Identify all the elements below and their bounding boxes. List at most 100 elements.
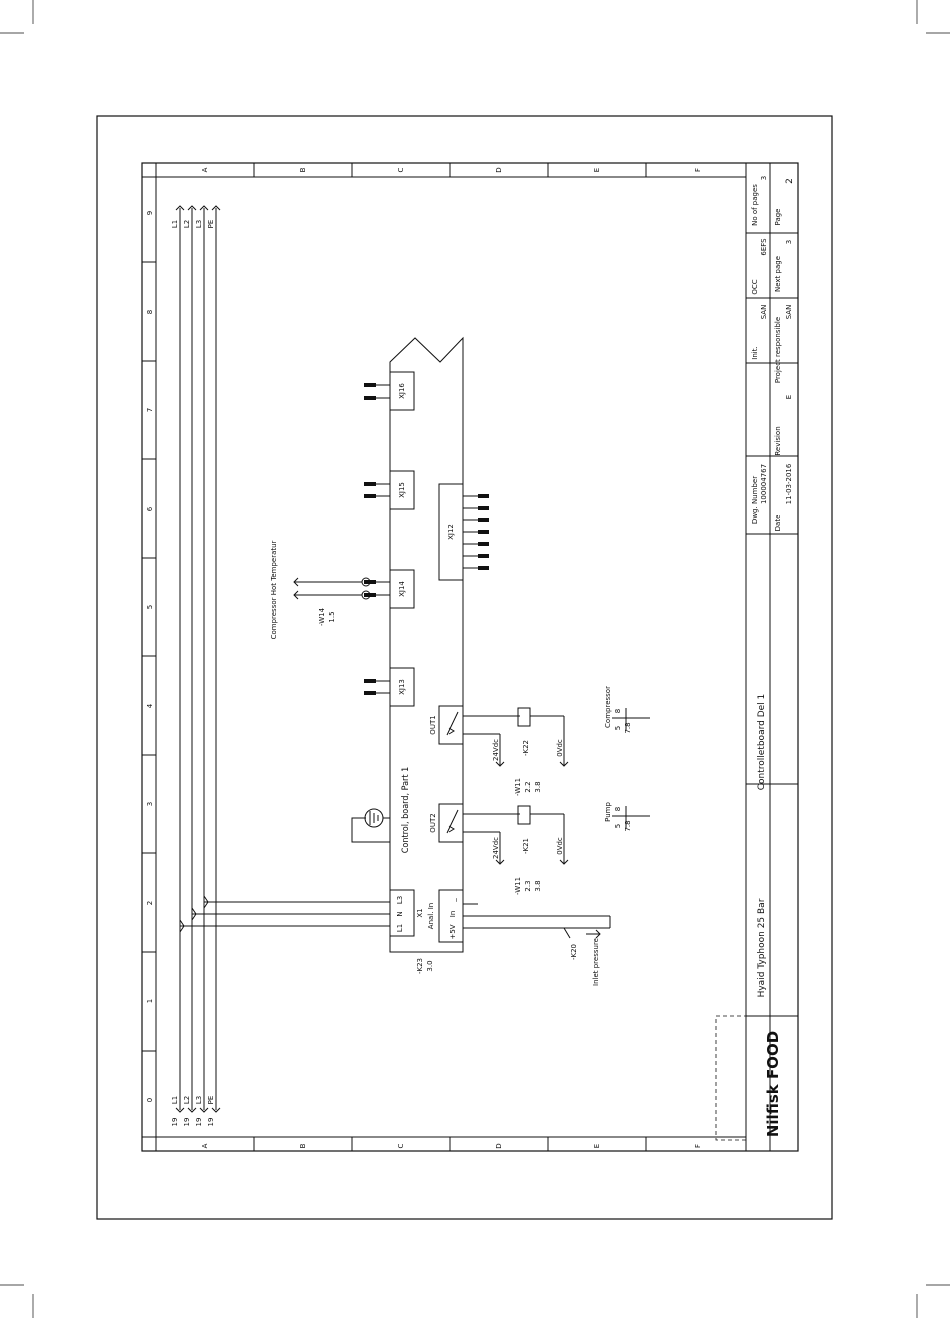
w11a-label: -W11 xyxy=(514,778,522,796)
connector-xj14: XJ14 xyxy=(293,569,415,609)
no-of-pages-label: No of pages xyxy=(751,184,759,226)
control-board-outline xyxy=(389,336,464,953)
analog-terminal-minus: _ xyxy=(449,898,457,903)
project-responsible-label: Project responsible xyxy=(774,317,782,383)
date-label: Date xyxy=(774,515,782,532)
next-page-value: 3 xyxy=(785,240,793,244)
row-label-top-a: A xyxy=(201,167,209,172)
row-dividers xyxy=(253,163,647,1151)
x1-terminal-l3: L3 xyxy=(396,896,404,904)
analog-terminal-in: In xyxy=(449,911,457,918)
pump-crossref: Pump 5 8 7.8 xyxy=(604,802,650,832)
analog-terminal-5v: +5V xyxy=(449,924,457,939)
k20-label: -K20 xyxy=(570,944,578,960)
k23-label: -K23 xyxy=(416,958,424,974)
bus-ref-l3: 19 xyxy=(195,1118,203,1127)
analog-label: Anal. In xyxy=(427,903,435,929)
no-of-pages-value: 3 xyxy=(760,176,768,180)
bus-bottom-pe: PE xyxy=(207,1096,215,1105)
pump-ref-8: 8 xyxy=(614,807,622,811)
inlet-pressure-label: Inlet pressure xyxy=(592,938,600,986)
bus-top-pe: PE xyxy=(207,220,215,229)
output-out1: OUT1 24Vdc -K22 0Vdc xyxy=(429,705,569,767)
drawing-frame xyxy=(141,162,799,1152)
out2-24v: 24Vdc xyxy=(492,837,500,859)
col-label-9: 9 xyxy=(146,211,154,215)
grid-labels: 9 8 7 6 5 4 3 2 1 0 A B C D E F A B C D … xyxy=(146,167,702,1148)
row-label-top-e: E xyxy=(593,168,601,172)
xj16-label: XJ16 xyxy=(398,383,406,399)
xj12-label: XJ12 xyxy=(447,524,455,540)
w11b-ref2: 3.8 xyxy=(534,880,542,891)
connector-xj13: XJ13 xyxy=(364,667,415,707)
next-page-label: Next page xyxy=(774,256,782,292)
revision-label: Revision xyxy=(774,426,782,455)
out1-label: OUT1 xyxy=(429,715,437,734)
bus-ref-pe: 19 xyxy=(207,1118,215,1127)
k22-label: -K22 xyxy=(522,740,530,756)
init-label: Init. xyxy=(751,346,759,359)
row-label-bottom-a: A xyxy=(201,1143,209,1148)
compressor-crossref: Compressor 5 8 7.8 xyxy=(604,686,650,734)
drawing-title: Controlletboard Del 1 xyxy=(757,694,767,791)
w14-ref: 1.5 xyxy=(328,611,336,622)
pump-ref-page: 7.8 xyxy=(624,820,632,831)
col-label-2: 2 xyxy=(146,901,154,905)
revision-value: E xyxy=(785,395,793,399)
compressor-ref-5: 5 xyxy=(614,726,622,730)
k23-ref-page: 3.0 xyxy=(426,960,434,971)
row-label-bottom-f: F xyxy=(694,1144,702,1148)
pressure-switch-k20: -K20 Inlet pressure xyxy=(563,927,601,986)
terminal-x1: L3 N L1 X1 xyxy=(389,889,424,937)
bus-top-l2: L2 xyxy=(183,220,191,228)
analog-input: Anal. In _ In +5V xyxy=(427,889,611,943)
bus-bottom-l3: L3 xyxy=(195,1096,203,1104)
compressor-ref-page: 7.8 xyxy=(624,722,632,733)
busbar-labels: L1 L2 L3 PE L1 L2 L3 PE 19 19 19 19 xyxy=(171,220,215,1127)
page-label: Page xyxy=(774,209,782,226)
bus-ref-l1: 19 xyxy=(171,1118,179,1127)
title-block: Nilfisk FOOD Hyaid Typhoon 25 Bar Contro… xyxy=(715,163,799,1152)
col-label-3: 3 xyxy=(146,802,154,806)
row-label-bottom-d: D xyxy=(495,1143,503,1148)
bus-top-l3: L3 xyxy=(195,220,203,228)
x1-terminal-l1: L1 xyxy=(396,924,404,932)
row-label-bottom-c: C xyxy=(397,1143,405,1148)
out1-0v: 0Vdc xyxy=(556,739,564,757)
col-label-7: 7 xyxy=(146,408,154,412)
nilfisk-logo: Nilfisk FOOD xyxy=(764,1031,782,1137)
compressor-ref-8: 8 xyxy=(614,709,622,713)
row-label-top-b: B xyxy=(299,167,307,172)
date-value: 11-03-2016 xyxy=(785,463,793,504)
xj13-label: XJ13 xyxy=(398,679,406,695)
busbars xyxy=(175,205,221,1113)
compressor-temp-label: Compressor Hot Temperatur xyxy=(270,540,278,639)
product-title: Hyaid Typhoon 25 Bar xyxy=(757,898,767,997)
dwg-number-value: 100004767 xyxy=(760,464,768,504)
col-label-1: 1 xyxy=(146,999,154,1003)
xj14-label: XJ14 xyxy=(398,581,406,597)
pump-ref-5: 5 xyxy=(614,824,622,828)
outer-frame xyxy=(96,115,833,1220)
occ-value: 6EFS xyxy=(760,238,768,256)
w14-label: -W14 xyxy=(318,607,326,626)
control-board-label: Control, board, Part 1 xyxy=(401,767,411,854)
occ-label: OCC xyxy=(751,279,759,294)
w11a-ref2: 3.8 xyxy=(534,781,542,792)
xj15-label: XJ15 xyxy=(398,482,406,498)
row-label-bottom-b: B xyxy=(299,1143,307,1148)
col-label-8: 8 xyxy=(146,310,154,314)
company-logo-text: Nilfisk FOOD xyxy=(764,1031,782,1137)
output-out2: OUT2 24Vdc -K21 0Vdc xyxy=(429,803,569,865)
col-label-4: 4 xyxy=(146,703,154,708)
row-label-top-c: C xyxy=(397,167,405,172)
out2-0v: 0Vdc xyxy=(556,837,564,855)
connector-xj16: XJ16 xyxy=(364,371,415,411)
project-responsible-value: SAN xyxy=(785,305,793,320)
ground-icon xyxy=(351,808,390,843)
compressor-label: Compressor xyxy=(604,686,612,728)
x1-feed-wires xyxy=(179,895,390,933)
row-label-bottom-e: E xyxy=(593,1144,601,1148)
